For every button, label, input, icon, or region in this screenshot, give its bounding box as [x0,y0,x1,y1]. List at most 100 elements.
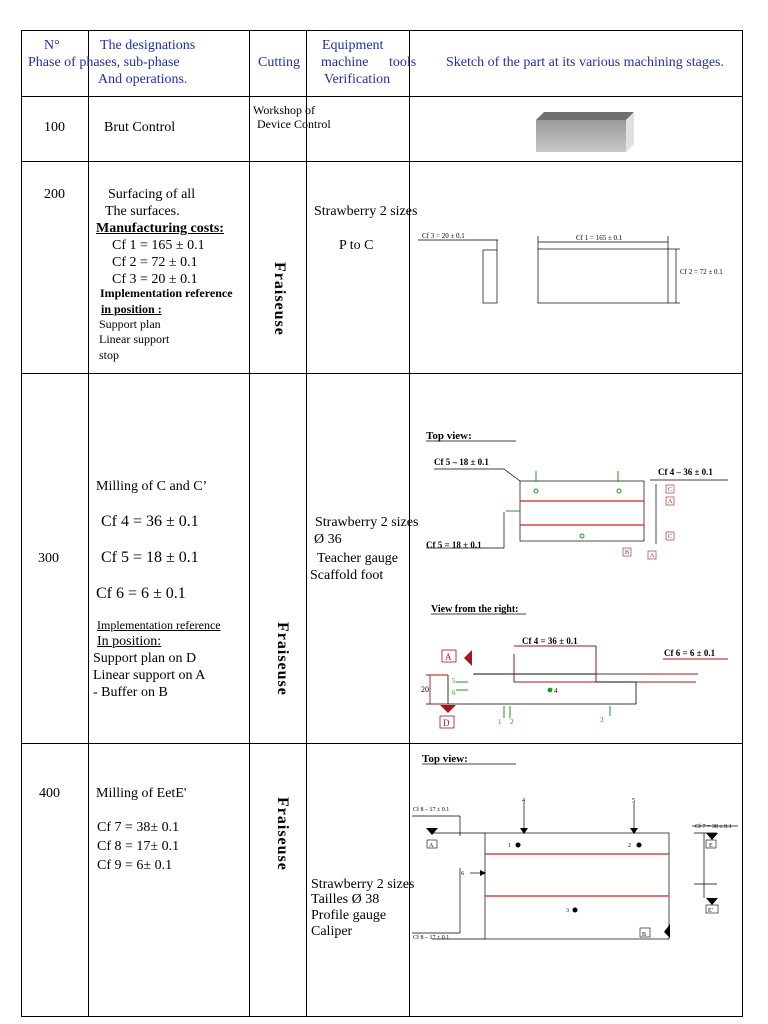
point-2-label: 2 [628,843,631,849]
cf-value: Cf 1 = 165 ± 0.1 [112,238,205,253]
reference-item: Linear support on A [93,668,206,683]
reference-label: In position: [97,634,162,649]
operation-text: Milling of EetE' [96,786,187,801]
col-border [88,30,89,1017]
equipment-text: Caliper [311,924,353,939]
operation-text: Brut Control [104,120,176,135]
reference-label: Implementation reference [97,618,221,632]
cf4-label: Cf 4 – 36 ± 0.1 [658,467,713,477]
sketch-300: Top view: Cf 5 – 18 ± 0.1 Cf 4 – 36 ± 0.… [421,430,728,729]
cf4-label: Cf 4 = 36 ± 0.1 [522,636,578,646]
datum-a-label: A [650,553,655,559]
cf1-label: Cf 1 = 165 ± 0.1 [576,234,623,242]
operation-text: Surfacing of all [108,187,196,202]
reference-item: Support plan on D [93,651,197,666]
right-view-label: View from the right: [431,604,518,615]
cf-value: Cf 3 = 20 ± 0.1 [112,272,198,287]
point-6-label: 6 [461,871,464,877]
cf-value: Cf 8 = 17± 0.1 [97,839,180,854]
header-sketch: Sketch of the part at its various machin… [446,55,724,70]
point-5-label: 5 [632,798,635,804]
phase-number: 100 [44,120,65,135]
header-operations: And operations. [98,72,188,87]
cf5-label: Cf 5 = 18 ± 0.1 [426,540,482,550]
cf-value: Cf 9 = 6± 0.1 [97,858,173,873]
point-1-label: 1 [498,718,502,726]
reference-label: in position : [101,302,162,316]
cutting-label: Fraiseuse [274,622,291,696]
row-divider [21,373,743,374]
header-tools: tools [389,55,417,70]
point-4-label: 4 [554,687,558,695]
equipment-text: P to C [339,238,374,253]
cf-value: Cf 4 = 36 ± 0.1 [101,513,199,530]
header-equipment: Equipment [322,38,384,53]
header-number: N° [44,38,60,53]
dim-20-label: 20 [421,685,429,694]
datum-e-prime-label: E' [708,908,713,914]
header-verification: Verification [324,72,391,87]
row-divider [21,743,743,744]
manufacturing-costs-label: Manufacturing costs: [96,221,224,236]
cutting-label: Fraiseuse [274,797,291,871]
equipment-text: Tailles Ø 38 [311,892,380,907]
datum-e-label: E [709,843,713,849]
operation-text: The surfaces. [105,204,180,219]
equipment-text: Strawberry 2 sizes [315,515,419,530]
datum-c-label: C [668,534,672,540]
operation-text: Milling of C and C’ [96,479,208,494]
cf-value: Cf 6 = 6 ± 0.1 [96,585,186,602]
datum-a-label: A [668,499,673,505]
col-border [249,30,250,1017]
row-divider [21,161,743,162]
row-divider [21,96,743,97]
equipment-text: Device Control [257,117,331,131]
header-designations: The designations [100,38,196,53]
equipment-text: Ø 36 [314,532,342,547]
cf-value: Cf 2 = 72 ± 0.1 [112,255,198,270]
cf6-label: Cf 6 = 6 ± 0.1 [664,648,716,658]
equipment-text: Profile gauge [311,908,387,923]
equipment-text: Strawberry 2 sizes [314,204,418,219]
header-machine: machine [321,55,369,70]
reference-item: Linear support [99,332,170,346]
col-border [409,30,410,1017]
reference-item: stop [99,348,120,362]
header-cutting: Cutting [258,55,301,70]
phase-number: 200 [44,187,65,202]
reference-item: Support plan [99,317,161,331]
col-border [21,30,22,1017]
raw-block-sketch [536,112,634,152]
dim-5-label: 5 [452,677,456,685]
point-4-label: 4 [522,798,525,804]
table-top-border [21,30,743,31]
point-3-label: 3 [566,908,569,914]
col-border [742,30,743,1017]
sketch-200: Cf 3 = 20 ± 0.1 Cf 1 = 165 ± 0.1 Cf 2 = … [418,232,723,304]
datum-a-label: A [429,843,434,849]
dim-6-label: 6 [452,689,456,697]
sketch-400: Top view: Cf 8 – 17 ± 0.1 Cf 7 = 38 ± 0.… [412,753,738,941]
equipment-text: Strawberry 2 sizes [311,877,415,892]
datum-b-label: B [625,550,629,556]
header-phase: Phase of phases, sub-phase [28,55,180,70]
point-1-label: 1 [508,843,511,849]
equipment-text: Teacher gauge [317,551,399,566]
datum-a-label: A [445,652,452,662]
point-3-label: 3 [600,716,604,724]
cf-value: Cf 7 = 38± 0.1 [97,820,180,835]
col-border [306,30,307,1017]
top-view-label: Top view: [426,430,472,442]
reference-label: Implementation reference [100,286,233,300]
cf-value: Cf 5 = 18 ± 0.1 [101,549,199,566]
cf2-label: Cf 2 = 72 ± 0.1 [680,268,723,276]
equipment-text: Workshop of [253,103,316,117]
datum-d-label: D [443,718,450,728]
cf8-label: Cf 8 – 17 ± 0.1 [413,934,449,941]
cutting-label: Fraiseuse [271,262,288,336]
top-view-label: Top view: [422,753,468,765]
table-bottom-border [21,1016,743,1017]
datum-c-label: C [668,487,672,493]
point-2-label: 2 [510,718,514,726]
cf5-label: Cf 5 – 18 ± 0.1 [434,457,489,467]
